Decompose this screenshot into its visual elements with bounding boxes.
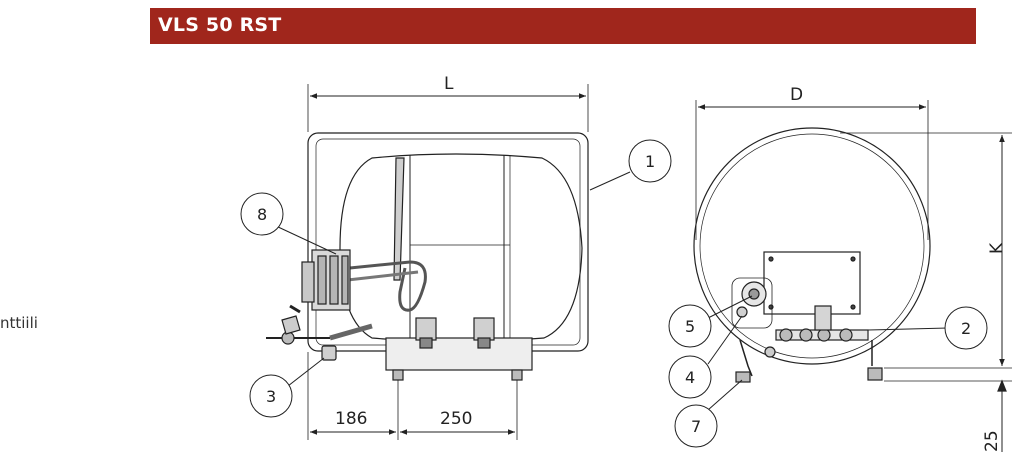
heating-element	[329, 260, 427, 312]
dim-label-foot: 25	[982, 430, 1002, 452]
callout-2-circle	[944, 306, 988, 350]
callout-3-circle	[249, 374, 293, 418]
callout-8-label: 8	[257, 205, 267, 224]
dim-label-186: 186	[335, 409, 367, 429]
front-tank	[339, 153, 583, 343]
front-view	[266, 84, 589, 440]
front-foot-left	[392, 369, 404, 381]
dim-label-diameter: D	[790, 85, 803, 105]
front-foot-right	[511, 369, 523, 381]
front-casing-inner	[315, 138, 581, 346]
dim-label-width: L	[444, 74, 454, 94]
front-casing	[307, 132, 589, 352]
callout-7-circle	[674, 404, 718, 448]
dip-tube	[393, 157, 405, 281]
side-label-text: nttiili	[0, 314, 38, 332]
callout-4-circle	[668, 355, 712, 399]
safety-valve	[266, 304, 373, 345]
product-title: VLS 50 RST	[158, 14, 282, 36]
callout-5-circle	[668, 304, 712, 348]
indicator-lamp	[736, 306, 748, 318]
callout-1-circle	[628, 139, 672, 183]
callout-1-label: 1	[645, 152, 655, 171]
dim-label-250: 250	[440, 409, 472, 429]
side-tank-circle	[693, 127, 931, 365]
callout-4-label: 4	[685, 368, 695, 387]
dim-label-height: K	[987, 242, 1007, 254]
callout-2-label: 2	[961, 319, 971, 338]
callout-8-circle	[240, 192, 284, 236]
bottom-mount-plate	[385, 337, 533, 371]
callout-3-label: 3	[266, 387, 276, 406]
side-view	[693, 100, 1012, 452]
side-valve-group	[775, 305, 869, 342]
drain-fitting	[321, 345, 337, 361]
side-foot-left	[739, 339, 753, 377]
callout-7-label: 7	[691, 417, 701, 436]
callout-5-label: 5	[685, 317, 695, 336]
title-banner: VLS 50 RST	[150, 8, 976, 44]
electrical-box	[763, 251, 861, 315]
